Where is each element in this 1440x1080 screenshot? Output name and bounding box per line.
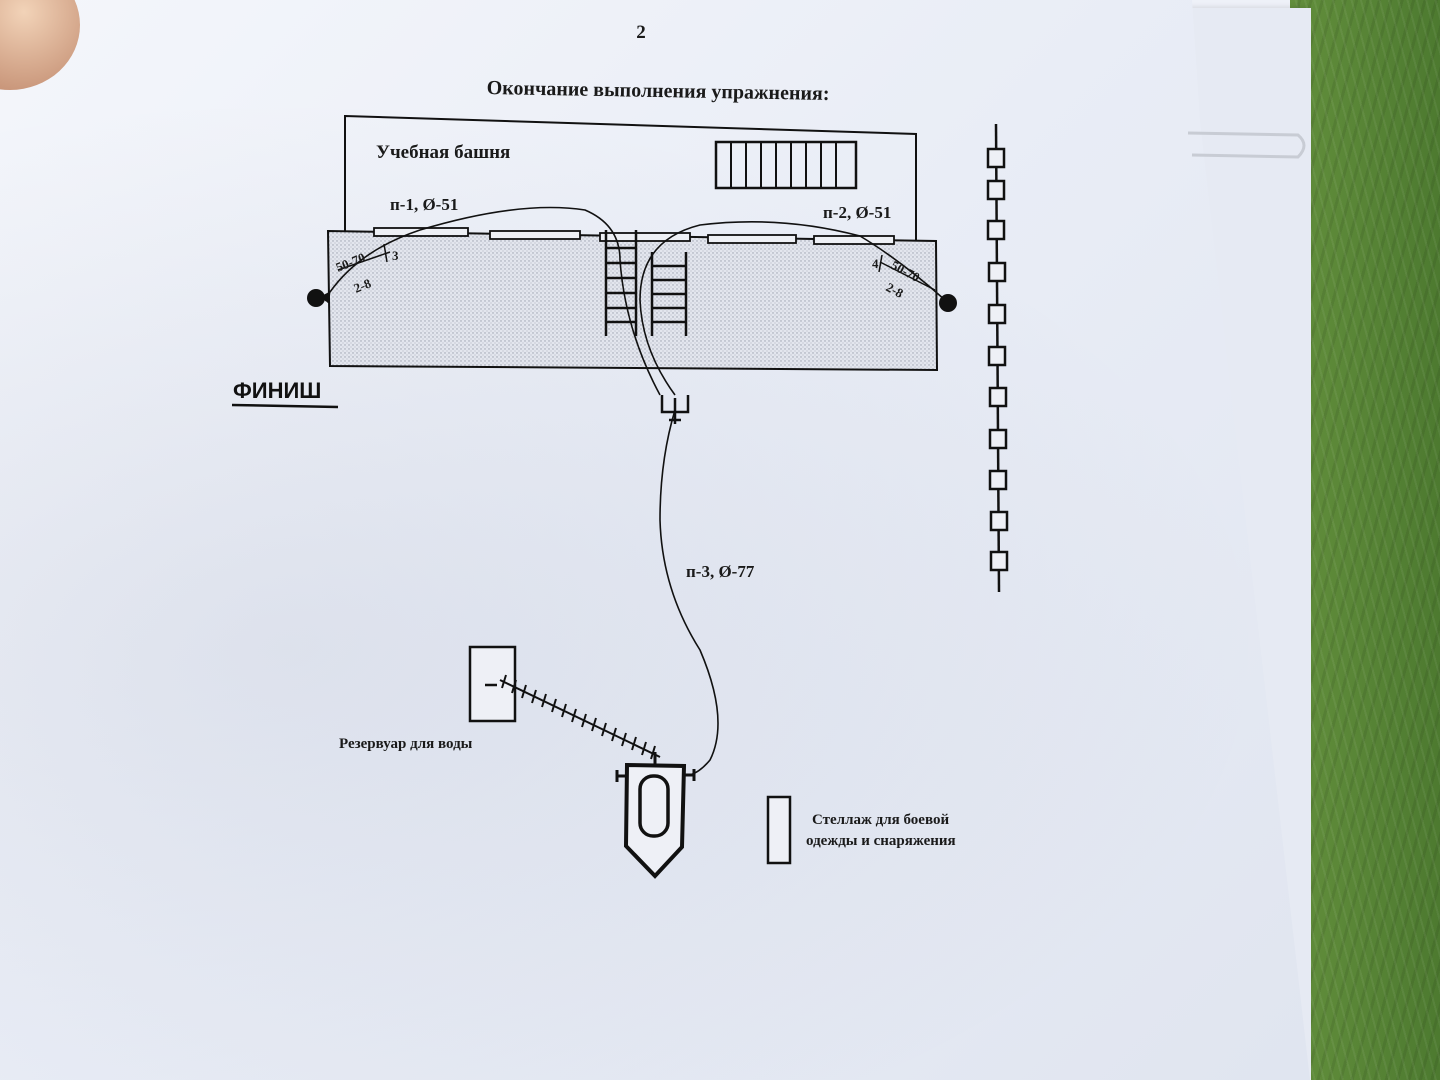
hose-label-2: п-2, Ø-51: [823, 203, 891, 222]
tower-window-grid: [714, 140, 858, 190]
hose-label-1: п-1, Ø-51: [390, 195, 458, 214]
dimension-right-bottom: 2-8: [884, 279, 907, 301]
training-tower: Учебная башня: [344, 114, 917, 246]
boundary-chain: [986, 123, 1009, 593]
page-title: Окончание выполнения упражнения:: [487, 77, 830, 105]
hose-line-2: [639, 220, 957, 396]
ladder-right: [650, 252, 688, 336]
hose-line-1: [319, 206, 661, 396]
rack-label-line1: Стеллаж для боевой: [812, 812, 949, 828]
dimension-left-index: 3: [392, 248, 399, 263]
dimension-right-index: 4: [872, 256, 879, 271]
fire-truck: [615, 752, 696, 879]
branch-connector: [660, 395, 690, 424]
rack-label-line2: одежды и снаряжения: [806, 833, 956, 849]
dimension-left-bottom: 2-8: [352, 275, 374, 296]
finish-underline: [231, 403, 339, 409]
target-point-left: [307, 289, 325, 307]
water-tank-label: Резервуар для воды: [339, 736, 473, 752]
suction-hose: [499, 674, 661, 760]
hose-lines: [319, 206, 957, 776]
finish-label: ФИНИШ: [233, 378, 321, 403]
paper-clip: [1187, 131, 1306, 159]
ladder-left: [604, 230, 638, 336]
equipment-rack: [766, 795, 792, 865]
tower-ground-area: [326, 229, 939, 372]
hose-line-3: [659, 409, 719, 776]
hose-segments: [373, 227, 895, 245]
page-number: 2: [636, 22, 646, 43]
target-point-right: [939, 294, 957, 312]
tower-label: Учебная башня: [376, 142, 510, 163]
hose-label-3: п-3, Ø-77: [686, 562, 755, 581]
